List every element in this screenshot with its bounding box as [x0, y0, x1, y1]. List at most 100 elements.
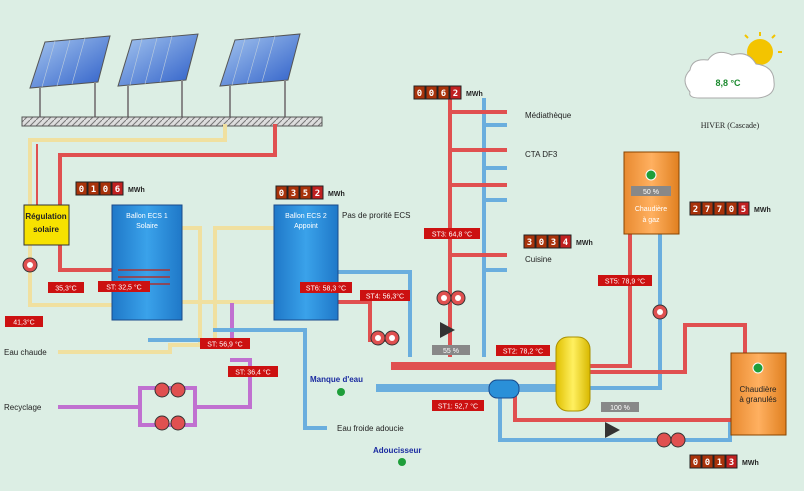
counter-gaz-digit: 0	[729, 205, 734, 215]
counter-mediatheque-unit: MWh	[466, 91, 483, 98]
circuit-cuisine-label: Cuisine	[525, 255, 552, 264]
counter-granules-digit-box	[713, 454, 726, 469]
boiler-gaz-percent: 50 %	[643, 189, 659, 196]
temp-value-st1: ST1: 52,7 °C	[438, 403, 478, 411]
counter-solar-digit: 6	[115, 185, 120, 195]
counter-ecs2-digit: 5	[303, 189, 308, 199]
water-shortage-indicator-icon	[337, 388, 345, 396]
counter-mediatheque-digit-box	[425, 85, 438, 100]
softened-cold-water-label: Eau froide adoucie	[337, 424, 404, 433]
recycle-pump-icon[interactable]	[154, 382, 186, 431]
regulation-box[interactable]	[23, 204, 70, 246]
temp-value-t413: 41,3°C	[13, 319, 34, 327]
counter-solar-digit-box	[99, 181, 112, 196]
valve-icon[interactable]	[440, 322, 620, 438]
boiler-granules-label: Chaudière	[740, 385, 777, 394]
counter-gaz-digit: 7	[717, 205, 722, 215]
temp-value-st5: ST5: 78,9 °C	[605, 278, 645, 286]
boiler-gaz-label: Chaudière	[635, 206, 667, 213]
weather-icon	[684, 32, 782, 99]
counter-cuisine-digit-box	[535, 234, 548, 249]
counter-solar-unit: MWh	[128, 187, 145, 194]
solar-pump-icon[interactable]	[22, 257, 38, 273]
counter-ecs2-digit-box	[287, 185, 300, 200]
hot-water-label: Eau chaude	[4, 348, 47, 357]
valve-center-percent: 55 %	[443, 348, 459, 355]
temp-tag-st5	[598, 275, 652, 286]
counter-cuisine-digit: 3	[551, 238, 556, 248]
circuit-mediatheque-label: Médiathèque	[525, 111, 572, 120]
counter-solar-digit-box	[87, 181, 100, 196]
counter-mediatheque-digit: 6	[441, 89, 446, 99]
tank-ecs1-label: Ballon ECS 1	[126, 213, 168, 220]
counter-solar-digit: 0	[79, 185, 84, 195]
counter-granules-unit: MWh	[742, 460, 759, 467]
ecs2-pump-icon[interactable]	[370, 330, 400, 346]
temp-tag-st_364	[228, 366, 278, 377]
granules-pump-icon[interactable]	[656, 432, 686, 448]
temp-tag-st4	[360, 290, 410, 301]
temp-tag-st_569	[200, 338, 250, 349]
water-shortage-label: Manque d'eau	[310, 375, 363, 384]
outdoor-temperature: 8,8 °C	[715, 78, 741, 88]
counter-cuisine-digit: 4	[563, 238, 569, 248]
tank-ecs1[interactable]	[111, 204, 183, 321]
hydraulic-separator	[555, 336, 591, 412]
counter-gaz-digit: 7	[705, 205, 710, 215]
tank-ecs1-sub: Solaire	[136, 223, 158, 230]
counter-granules-digit-box	[725, 454, 738, 469]
temp-tag-st1b	[98, 281, 150, 292]
boiler-gaz-percent-box	[631, 186, 671, 196]
temp-tag-st6	[300, 282, 352, 293]
counter-granules-digit: 0	[693, 458, 698, 468]
recycle-label: Recyclage	[4, 403, 42, 412]
counter-mediatheque-digit: 0	[417, 89, 422, 99]
counter-gaz-digit: 5	[741, 205, 746, 215]
counter-granules-digit: 0	[705, 458, 710, 468]
gaz-pump-icon[interactable]	[652, 304, 668, 320]
temp-tag-st3	[424, 228, 480, 239]
counter-gaz-digit-box	[689, 201, 702, 216]
tank-ecs2[interactable]	[273, 204, 339, 321]
counter-mediatheque-digit-box	[437, 85, 450, 100]
counter-ecs2-digit-box	[275, 185, 288, 200]
counter-ecs2-digit: 3	[291, 189, 296, 199]
counter-cuisine-digit-box	[547, 234, 560, 249]
counter-ecs2-digit: 2	[315, 189, 320, 199]
counter-ecs2-digit-box	[311, 185, 324, 200]
temp-tag-st2	[496, 345, 550, 356]
counter-gaz-digit-box	[701, 201, 714, 216]
counter-gaz-digit-box	[725, 201, 738, 216]
softener-indicator-icon	[398, 458, 406, 466]
regulation-label: Régulation	[25, 212, 66, 221]
circuit-cta-label: CTA DF3	[525, 150, 558, 159]
counter-granules-digit: 3	[729, 458, 734, 468]
temp-value-st1b: ST: 32,5 °C	[106, 284, 141, 292]
tank-ecs2-sub: Appoint	[294, 223, 318, 230]
expansion-tank	[488, 379, 520, 399]
main-pump-icon[interactable]	[436, 290, 466, 306]
regulation-label-2: solaire	[33, 225, 59, 234]
no-priority-ecs-label: Pas de prorité ECS	[342, 211, 410, 220]
valve-bottom-percent: 100 %	[610, 405, 630, 412]
temp-tag-t413	[5, 316, 43, 327]
boiler-granules-sub: à granulés	[739, 395, 776, 404]
counter-granules-digit-box	[701, 454, 714, 469]
temp-value-st2: ST2: 78,2 °C	[503, 348, 543, 356]
counter-gaz-unit: MWh	[754, 207, 771, 214]
counter-mediatheque-digit-box	[413, 85, 426, 100]
temp-value-t353: 35,3°C	[55, 285, 76, 293]
counter-granules-digit: 1	[717, 458, 722, 468]
counter-cuisine-digit-box	[523, 234, 536, 249]
counter-cuisine-digit: 3	[527, 238, 532, 248]
temp-value-st6: ST6: 58,3 °C	[306, 285, 346, 293]
tank-ecs2-label: Ballon ECS 2	[285, 213, 327, 220]
operating-mode: HIVER (Cascade)	[701, 121, 760, 130]
temp-value-st_569: ST: 56,9 °C	[207, 341, 242, 349]
solar-panels	[21, 33, 323, 127]
counter-cuisine-digit-box	[559, 234, 572, 249]
temp-value-st3: ST3: 64,8 °C	[432, 231, 472, 239]
temp-value-st4: ST4: 56,3°C	[366, 293, 404, 301]
